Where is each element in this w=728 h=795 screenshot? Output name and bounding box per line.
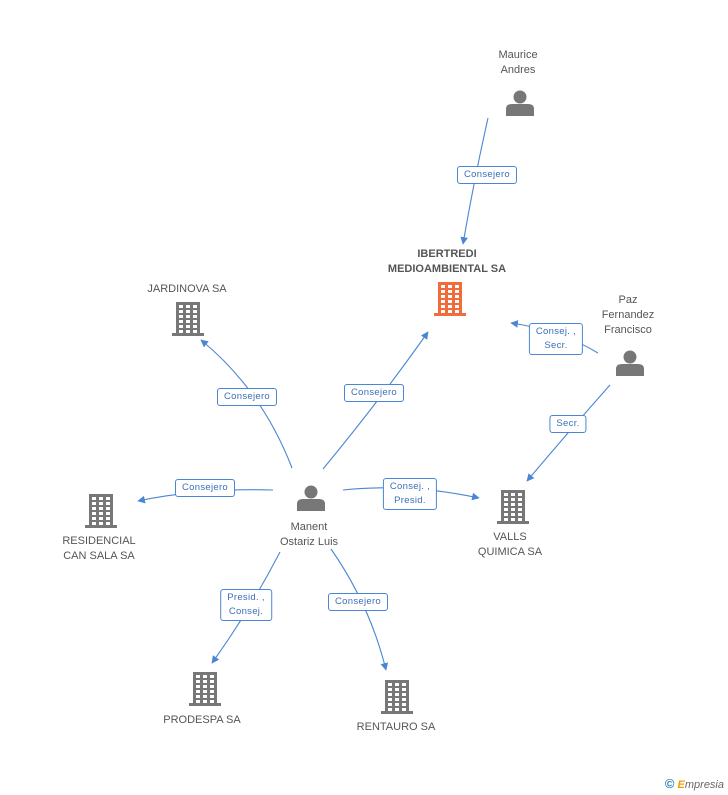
edge-label-paz-to-ibertredi[interactable]: Consej. , Secr. xyxy=(528,323,584,355)
building-icon[interactable] xyxy=(189,672,221,706)
edge-label-manent-to-rentauro[interactable]: Consejero xyxy=(327,593,389,611)
person-icon[interactable] xyxy=(297,485,325,512)
node-label-prodespa[interactable]: PRODESPA SA xyxy=(163,714,241,726)
edge-label-manent-to-ibertredi[interactable]: Consejero xyxy=(343,384,405,402)
person-icon[interactable] xyxy=(506,90,534,117)
node-label-paz[interactable]: Paz Fernandez Francisco xyxy=(601,294,655,336)
edge-label-maurice-to-ibertredi[interactable]: Consejero xyxy=(456,166,518,184)
edge-label-paz-to-valls[interactable]: Secr. xyxy=(549,415,587,433)
node-label-ibertredi[interactable]: IBERTREDI MEDIOAMBIENTAL SA xyxy=(387,248,507,275)
node-label-residencial[interactable]: RESIDENCIAL CAN SALA SA xyxy=(62,535,136,562)
copyright-icon: © xyxy=(664,776,675,791)
brand-name: mpresia xyxy=(684,779,724,791)
node-label-maurice[interactable]: Maurice Andres xyxy=(498,49,538,76)
edge-label-manent-to-valls[interactable]: Consej. , Presid. xyxy=(382,478,438,510)
edge-label-manent-to-residencial[interactable]: Consejero xyxy=(174,479,236,497)
node-label-jardinova[interactable]: JARDINOVA SA xyxy=(147,283,227,295)
edge-label-manent-to-prodespa[interactable]: Presid. , Consej. xyxy=(220,589,272,621)
building-icon[interactable] xyxy=(85,494,117,528)
node-label-valls[interactable]: VALLS QUIMICA SA xyxy=(477,531,543,558)
building-icon[interactable] xyxy=(497,490,529,524)
building-icon[interactable] xyxy=(172,302,204,336)
brand-initial: E xyxy=(677,779,685,791)
edge-paz-to-valls xyxy=(526,384,611,482)
edge-label-manent-to-jardinova[interactable]: Consejero xyxy=(216,388,278,406)
person-icon[interactable] xyxy=(616,350,644,377)
node-label-rentauro[interactable]: RENTAURO SA xyxy=(356,721,436,733)
building-icon[interactable] xyxy=(434,282,466,316)
node-label-manent[interactable]: Manent Ostariz Luis xyxy=(279,521,339,548)
building-icon[interactable] xyxy=(381,680,413,714)
footer-brand: © Empresia xyxy=(665,776,724,791)
